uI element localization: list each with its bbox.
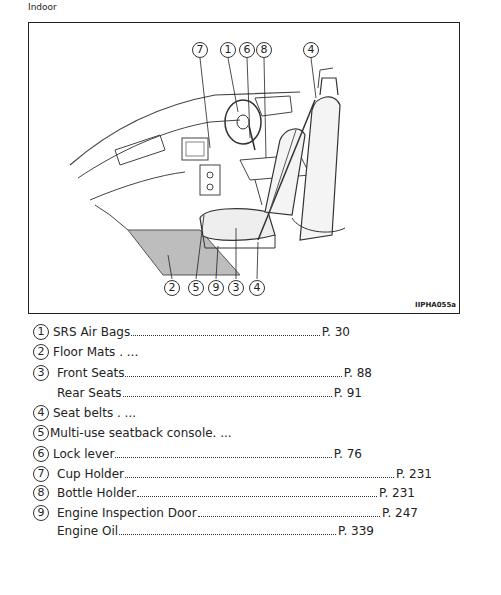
dot-leader [131,335,320,336]
callout-text: 6 [38,448,45,460]
page-reference: P. 91 [334,385,362,401]
callout-text: 8 [38,487,45,499]
callout-text: 9 [213,282,220,294]
page-reference: P. 30 [322,324,350,340]
callout-text: 6 [244,44,251,56]
callout-text: 5 [38,427,45,439]
callout-text: 4 [254,282,261,294]
dot-leader [115,457,331,458]
callout-number: 8 [256,42,272,58]
callout-text: 1 [225,44,232,56]
callout-number: 4 [249,280,265,296]
callout-number: 9 [208,280,224,296]
callout-text: 4 [308,44,315,56]
callout-text: 5 [193,282,200,294]
callout-number: 4 [33,405,49,421]
callout-text: 9 [38,507,45,519]
callout-text: 2 [38,346,45,358]
page-reference: P. 88 [344,365,372,381]
page-reference: P. 76 [334,446,362,462]
callout-text: 1 [38,326,45,338]
callout-number: 2 [33,344,49,360]
index-entry: Front Seats [57,365,124,381]
index-entry: Rear Seats [57,385,122,401]
section-heading: Indoor [28,2,57,12]
index-entry: Bottle Holder [57,485,136,501]
index-row: Seat belts . ... [53,405,136,421]
index-entry: Multi-use seatback console. ... [50,425,232,441]
callout-number: 6 [33,446,49,462]
callout-text: 7 [197,44,204,56]
dot-leader [125,477,394,478]
callout-number: 5 [188,280,204,296]
index-entry: Lock lever [53,446,114,462]
callout-number: 3 [33,365,49,381]
callout-number: 8 [33,485,49,501]
callout-text: 8 [261,44,268,56]
dot-leader [119,534,336,535]
callout-number: 7 [33,466,49,482]
callout-number: 6 [239,42,255,58]
callout-text: 3 [38,367,45,379]
index-entry: Cup Holder [57,466,124,482]
callout-number: 1 [220,42,236,58]
index-entry: Seat belts . ... [53,405,136,421]
index-row: Engine Inspection Door P. 247 [57,505,418,521]
dot-leader [125,376,341,377]
callout-number: 9 [33,505,49,521]
index-row: Rear Seats P. 91 [57,385,362,401]
dot-leader [123,396,332,397]
index-row: Engine Oil P. 339 [57,523,374,539]
index-entry: Engine Oil [57,523,118,539]
callout-text: 7 [38,468,45,480]
index-row: Floor Mats . ... [53,344,138,360]
callout-number: 7 [192,42,208,58]
callout-text: 2 [169,282,176,294]
index-row: Bottle Holder P. 231 [57,485,415,501]
figure-code: IIPHA055a [415,301,456,309]
index-row: Lock lever P. 76 [53,446,362,462]
callout-number: 1 [33,324,49,340]
page-reference: P. 231 [396,466,432,482]
index-row: Cup Holder P. 231 [57,466,432,482]
callout-number: 4 [303,42,319,58]
index-entry: Engine Inspection Door [57,505,197,521]
dot-leader [137,496,377,497]
callout-text: 4 [38,407,45,419]
callout-number: 2 [164,280,180,296]
index-row: Front Seats P. 88 [57,365,372,381]
page-reference: P. 339 [338,523,374,539]
page-reference: P. 247 [382,505,418,521]
index-entry: Floor Mats . ... [53,344,138,360]
index-row: Multi-use seatback console. ... [50,425,232,441]
callout-text: 3 [233,282,240,294]
index-row: SRS Air Bags P. 30 [53,324,350,340]
dot-leader [198,516,381,517]
callout-number: 5 [33,425,49,441]
page-reference: P. 231 [379,485,415,501]
index-entry: SRS Air Bags [53,324,130,340]
callout-number: 3 [228,280,244,296]
